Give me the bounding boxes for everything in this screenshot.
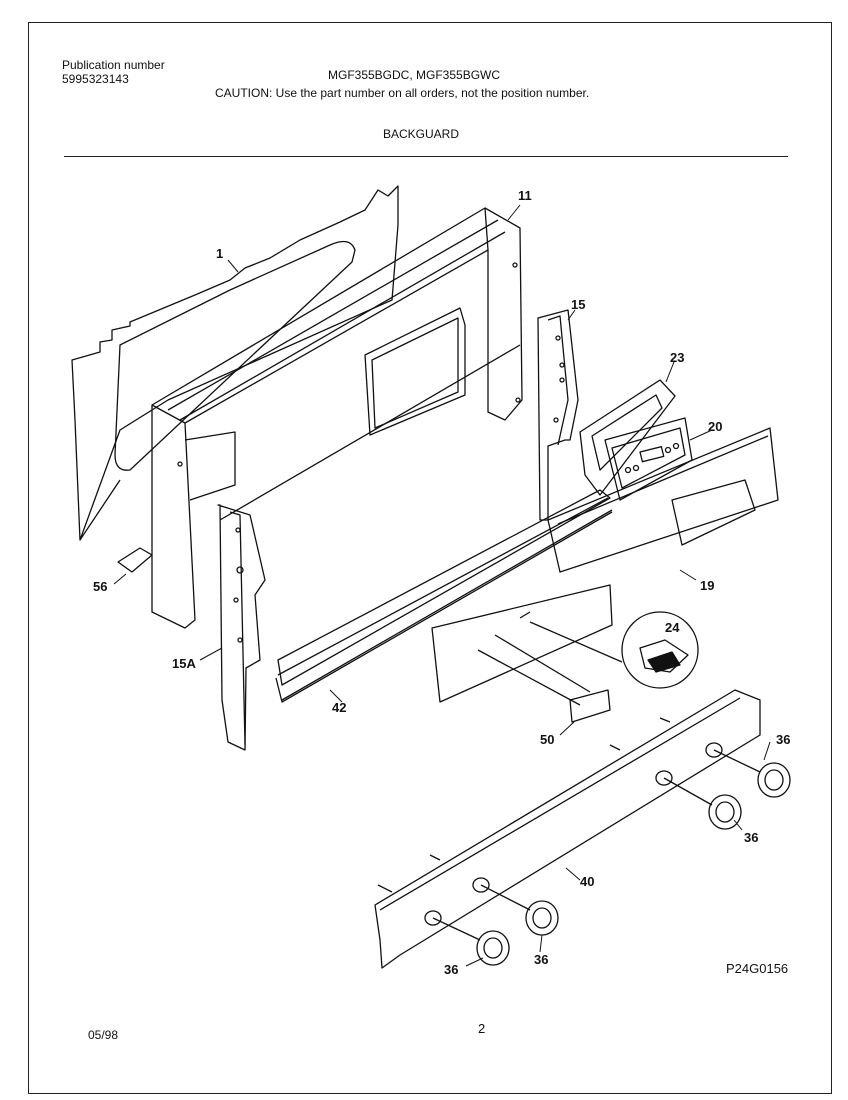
- part-23-clock-bezel: [579, 379, 676, 496]
- part-1-rear-panel: [71, 185, 399, 541]
- header-rule: [64, 156, 788, 157]
- revision-date: 05/98: [88, 1028, 119, 1042]
- callout-56: 56: [93, 579, 107, 594]
- section-title: BACKGUARD: [383, 127, 460, 141]
- callout-1: 1: [216, 246, 223, 261]
- leader-lines: [113, 204, 771, 967]
- callout-15: 15: [571, 297, 585, 312]
- part-36-knobs: [432, 749, 791, 966]
- part-15-right-bracket: [537, 309, 579, 521]
- callout-labels: 1 11 15 15A 19 20 23 24 36 36 36 36 40 4…: [93, 188, 790, 977]
- callout-19: 19: [700, 578, 714, 593]
- part-15a-left-bracket: [217, 504, 266, 751]
- caution-note: CAUTION: Use the part number on all orde…: [215, 86, 590, 100]
- publication-number: 5995323143: [62, 72, 129, 86]
- publication-label: Publication number: [62, 58, 165, 72]
- callout-24: 24: [665, 620, 680, 635]
- callout-15a: 15A: [172, 656, 196, 671]
- part-24-switch: [529, 611, 699, 689]
- callout-42: 42: [332, 700, 346, 715]
- callout-36-c: 36: [534, 952, 548, 967]
- part-19-control-panel: [547, 427, 779, 573]
- callout-36-a: 36: [776, 732, 790, 747]
- callout-40: 40: [580, 874, 594, 889]
- part-11-backguard-frame: [151, 207, 523, 629]
- part-42-channel: [275, 489, 613, 703]
- part-40-manifold-panel: [374, 689, 761, 969]
- part-50-switch-bracket: [431, 584, 613, 723]
- part-56-clip: [117, 547, 153, 573]
- callout-36-d: 36: [444, 962, 458, 977]
- callout-20: 20: [708, 419, 722, 434]
- callout-23: 23: [670, 350, 684, 365]
- callout-36-b: 36: [744, 830, 758, 845]
- model-numbers: MGF355BGDC, MGF355BGWC: [328, 68, 501, 82]
- callout-50: 50: [540, 732, 554, 747]
- page-number: 2: [478, 1021, 486, 1036]
- page-frame: [28, 22, 832, 1094]
- figure-id: P24G0156: [726, 961, 789, 976]
- callout-11: 11: [518, 188, 532, 203]
